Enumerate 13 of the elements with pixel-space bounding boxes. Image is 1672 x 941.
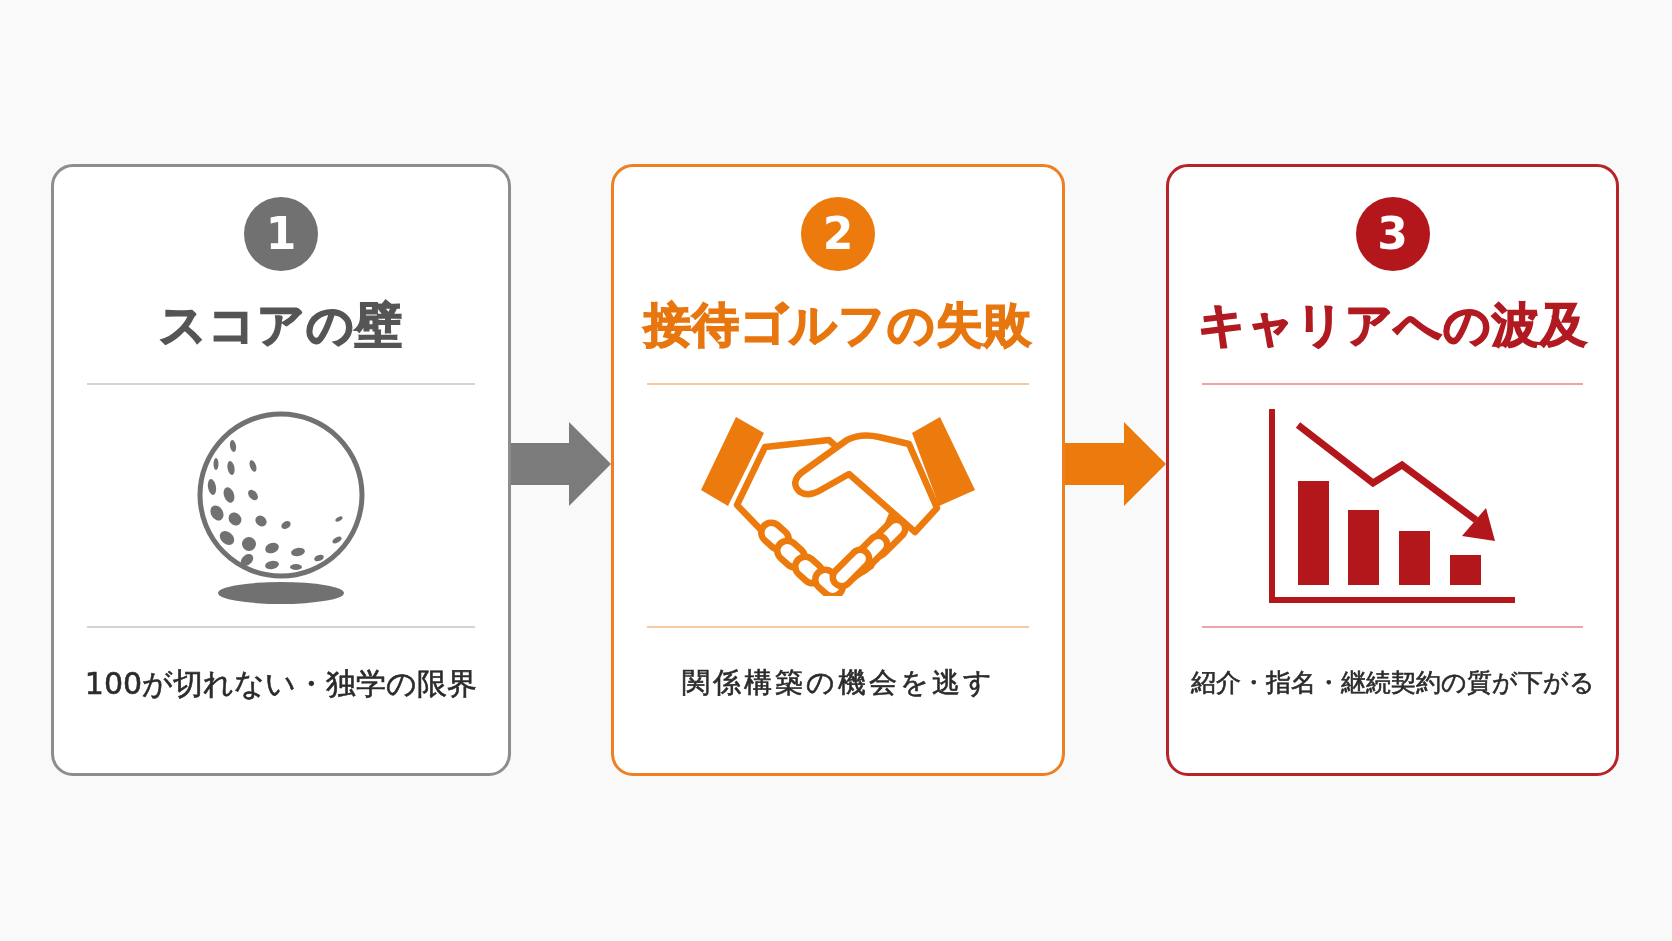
step-description: 関係構築の機会を逃す <box>681 664 995 701</box>
step-description: 100が切れない・独学の限界 <box>84 664 478 703</box>
step-card <box>611 164 1065 776</box>
number-badge: 2 <box>801 197 875 271</box>
step-card <box>51 164 511 776</box>
step-title: スコアの壁 <box>159 297 403 352</box>
number-badge: 3 <box>1355 197 1430 271</box>
number-badge: 1 <box>244 197 318 271</box>
arrow <box>1065 422 1166 506</box>
step-title: 接待ゴルフの失敗 <box>644 297 1032 352</box>
step-description: 紹介・指名・継続契約の質が下がる <box>1190 666 1595 699</box>
step-card <box>1166 164 1619 776</box>
step-title: キャリアへの波及 <box>1197 297 1588 352</box>
